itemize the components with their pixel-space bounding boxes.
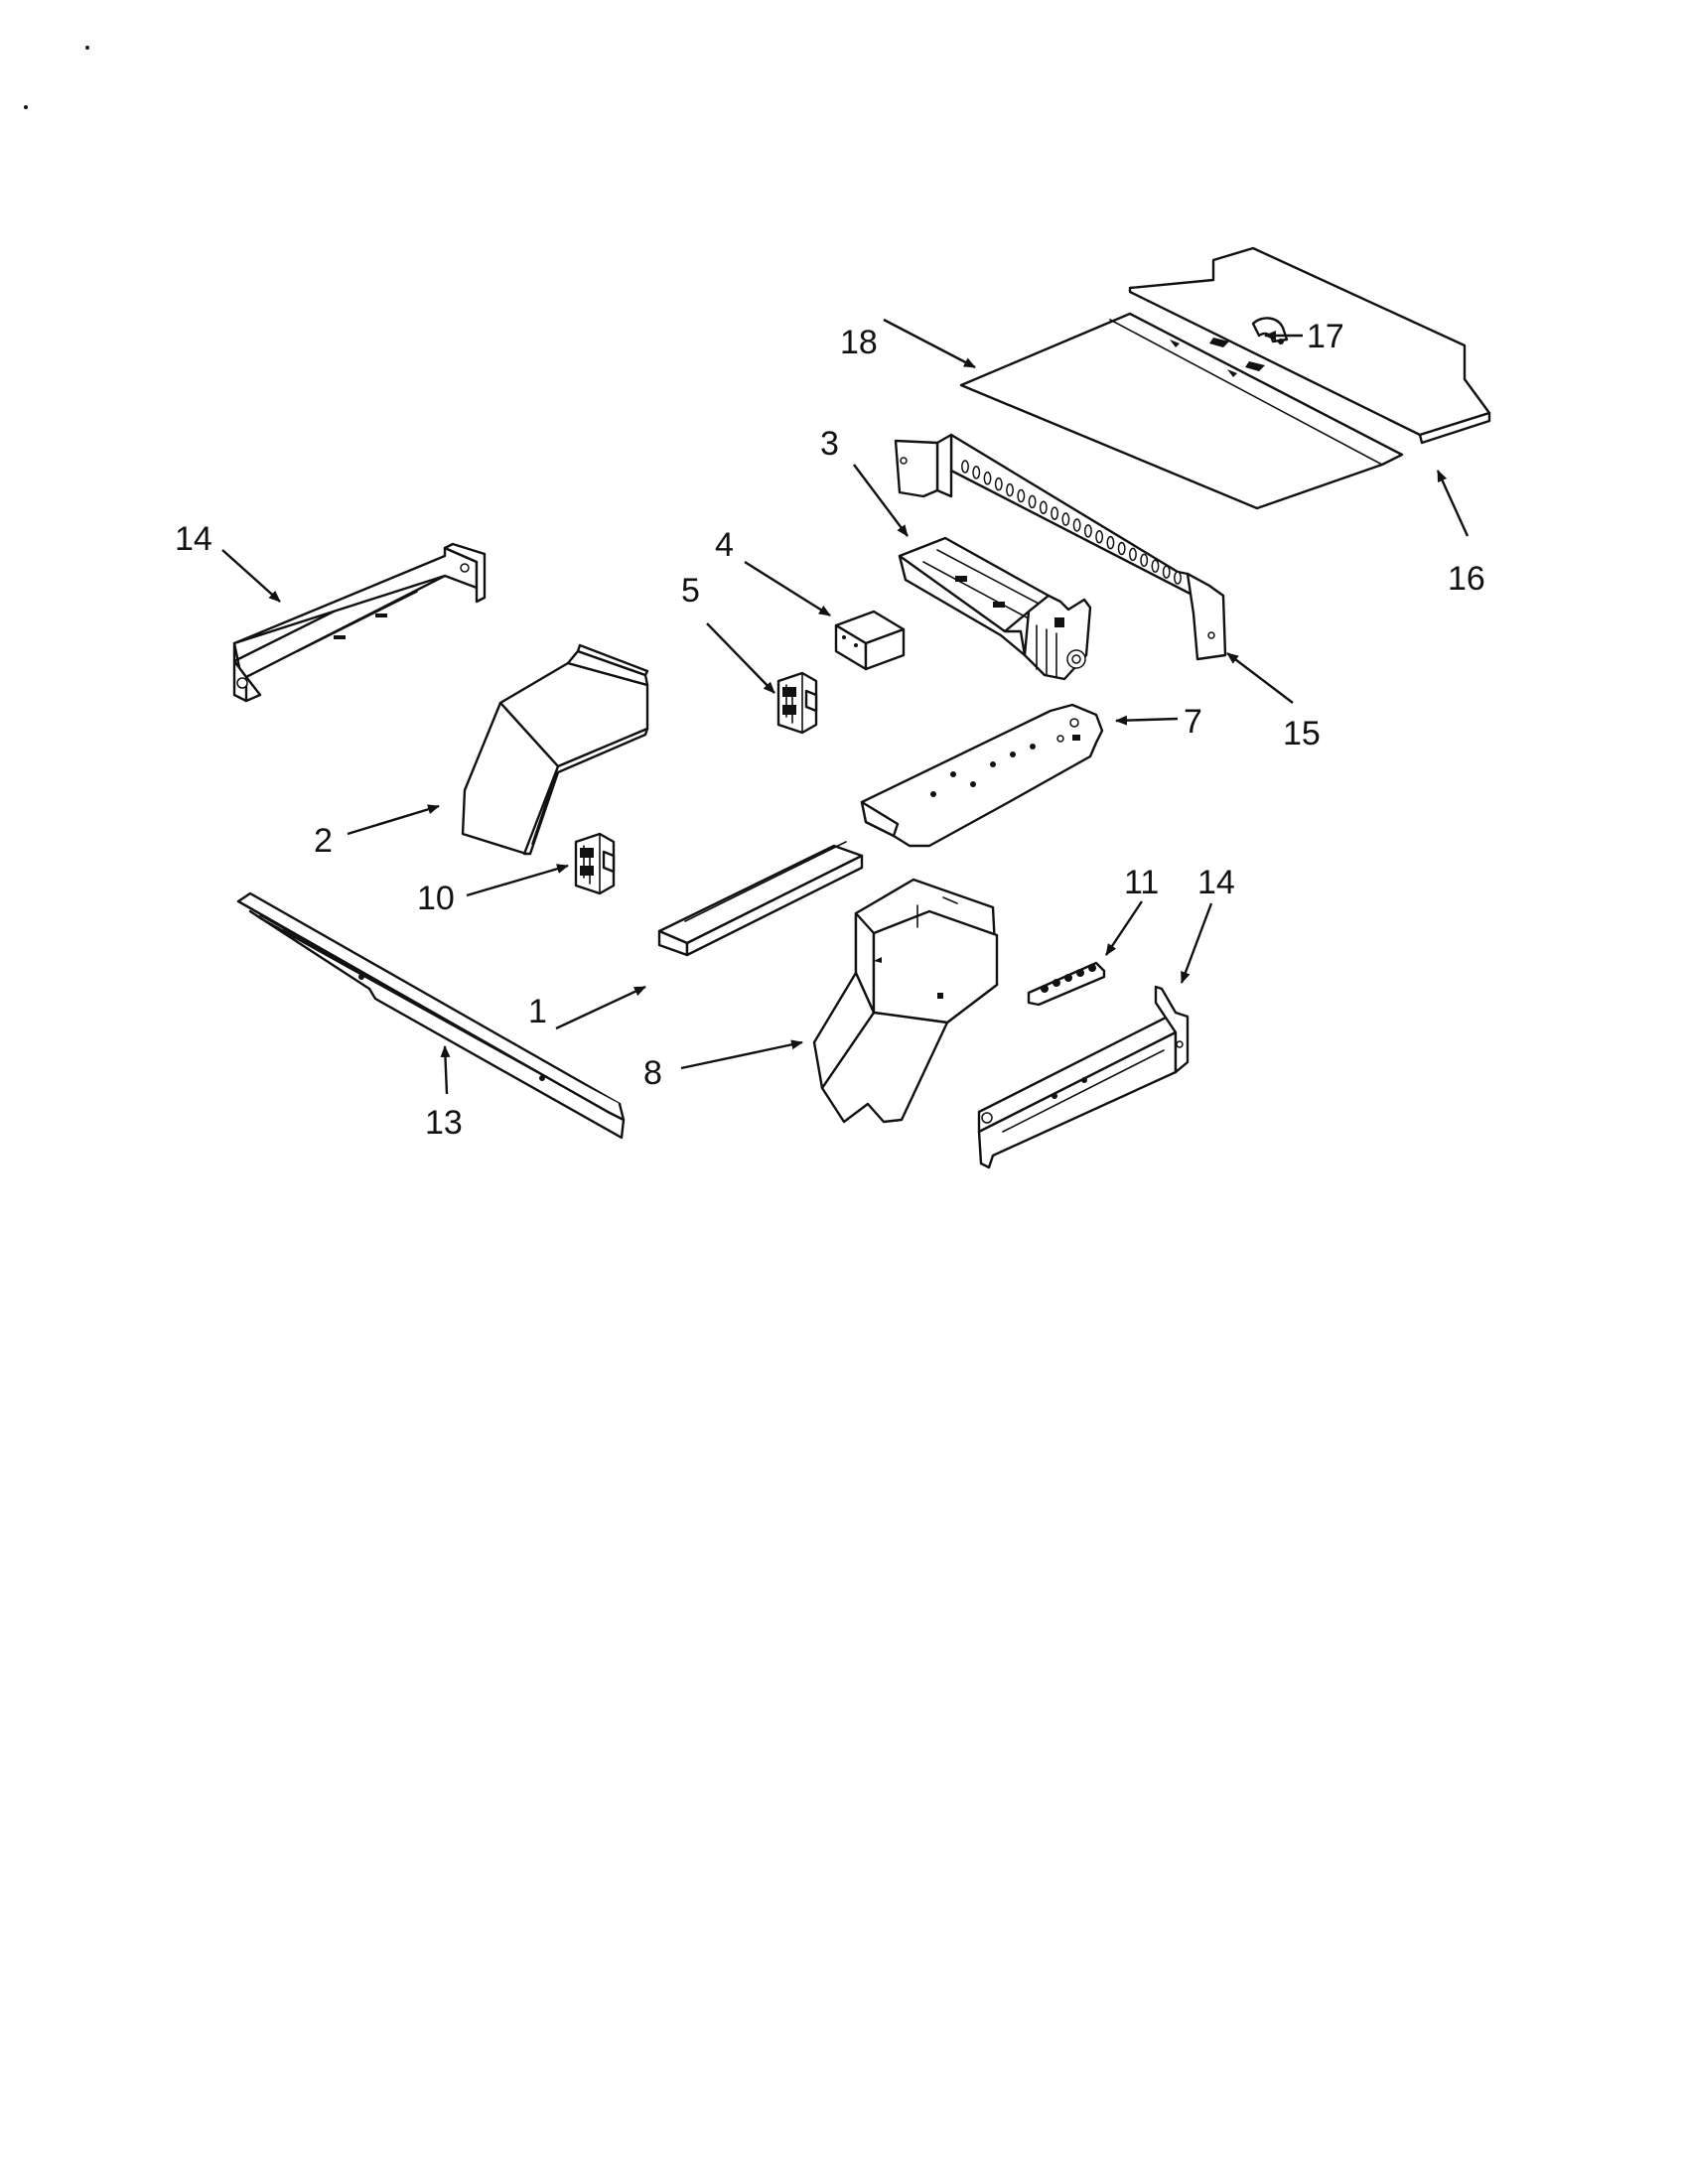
bracket-slot	[1051, 506, 1059, 520]
part-10-switch	[574, 832, 616, 895]
bracket-slot	[994, 477, 1003, 491]
callout-1: 1	[528, 993, 547, 1030]
bracket-slot	[1017, 488, 1026, 503]
scan-speck	[24, 105, 28, 109]
part-8-housing	[812, 878, 999, 1124]
bracket-slot	[1061, 512, 1070, 526]
bracket-slot	[1117, 541, 1126, 556]
bracket-slot	[1140, 553, 1149, 568]
bracket-slot	[1151, 559, 1160, 573]
callout-16: 16	[1448, 560, 1485, 598]
callout-7: 7	[1184, 703, 1202, 741]
part-13-rail	[236, 891, 626, 1140]
bracket-slot	[1083, 524, 1092, 538]
callout-2: 2	[314, 822, 333, 860]
leader-lines	[221, 318, 1470, 1095]
scan-speck	[85, 46, 89, 50]
part-4-block	[834, 610, 906, 671]
callout-3: 3	[820, 425, 839, 463]
callout-8: 8	[643, 1054, 662, 1092]
part-15-slot-row	[961, 460, 1182, 585]
bracket-slot	[1106, 535, 1115, 550]
part-16-top-panel	[1128, 246, 1491, 445]
callout-13: 13	[425, 1104, 463, 1142]
callout-14-right: 14	[1197, 864, 1235, 901]
part-7-bracket	[860, 703, 1104, 848]
part-11-terminal-block	[1027, 961, 1106, 1007]
part-18-cover-panel	[959, 312, 1404, 510]
callout-18: 18	[840, 324, 878, 361]
bracket-slot	[1162, 565, 1171, 579]
part-2-duct	[461, 643, 649, 856]
bracket-slot	[1095, 529, 1104, 544]
bracket-slot	[1128, 547, 1137, 562]
bracket-slot	[1006, 482, 1015, 497]
part-14-right-bracket	[977, 985, 1190, 1169]
part-1-channel	[657, 841, 864, 957]
bracket-slot	[983, 472, 992, 485]
bracket-slot	[1028, 494, 1037, 509]
bracket-slot	[961, 460, 969, 474]
part-14-left-bracket	[232, 542, 487, 703]
bracket-slot	[1039, 500, 1048, 515]
callout-14-left: 14	[175, 520, 212, 558]
part-5-switch	[776, 671, 818, 735]
callout-17: 17	[1307, 318, 1344, 355]
callout-11: 11	[1124, 864, 1159, 901]
bracket-slot	[1174, 571, 1182, 585]
callout-5: 5	[681, 572, 700, 610]
bracket-slot	[972, 466, 981, 479]
callout-labels: 18 17 16 15 3 4 5 7 14 2 10 1 13 8 11 14	[175, 318, 1485, 1142]
part-3-control-module	[898, 536, 1092, 681]
bracket-slot	[1072, 518, 1081, 532]
callout-4: 4	[715, 526, 734, 564]
callout-15: 15	[1283, 715, 1321, 752]
callout-10: 10	[417, 880, 455, 917]
